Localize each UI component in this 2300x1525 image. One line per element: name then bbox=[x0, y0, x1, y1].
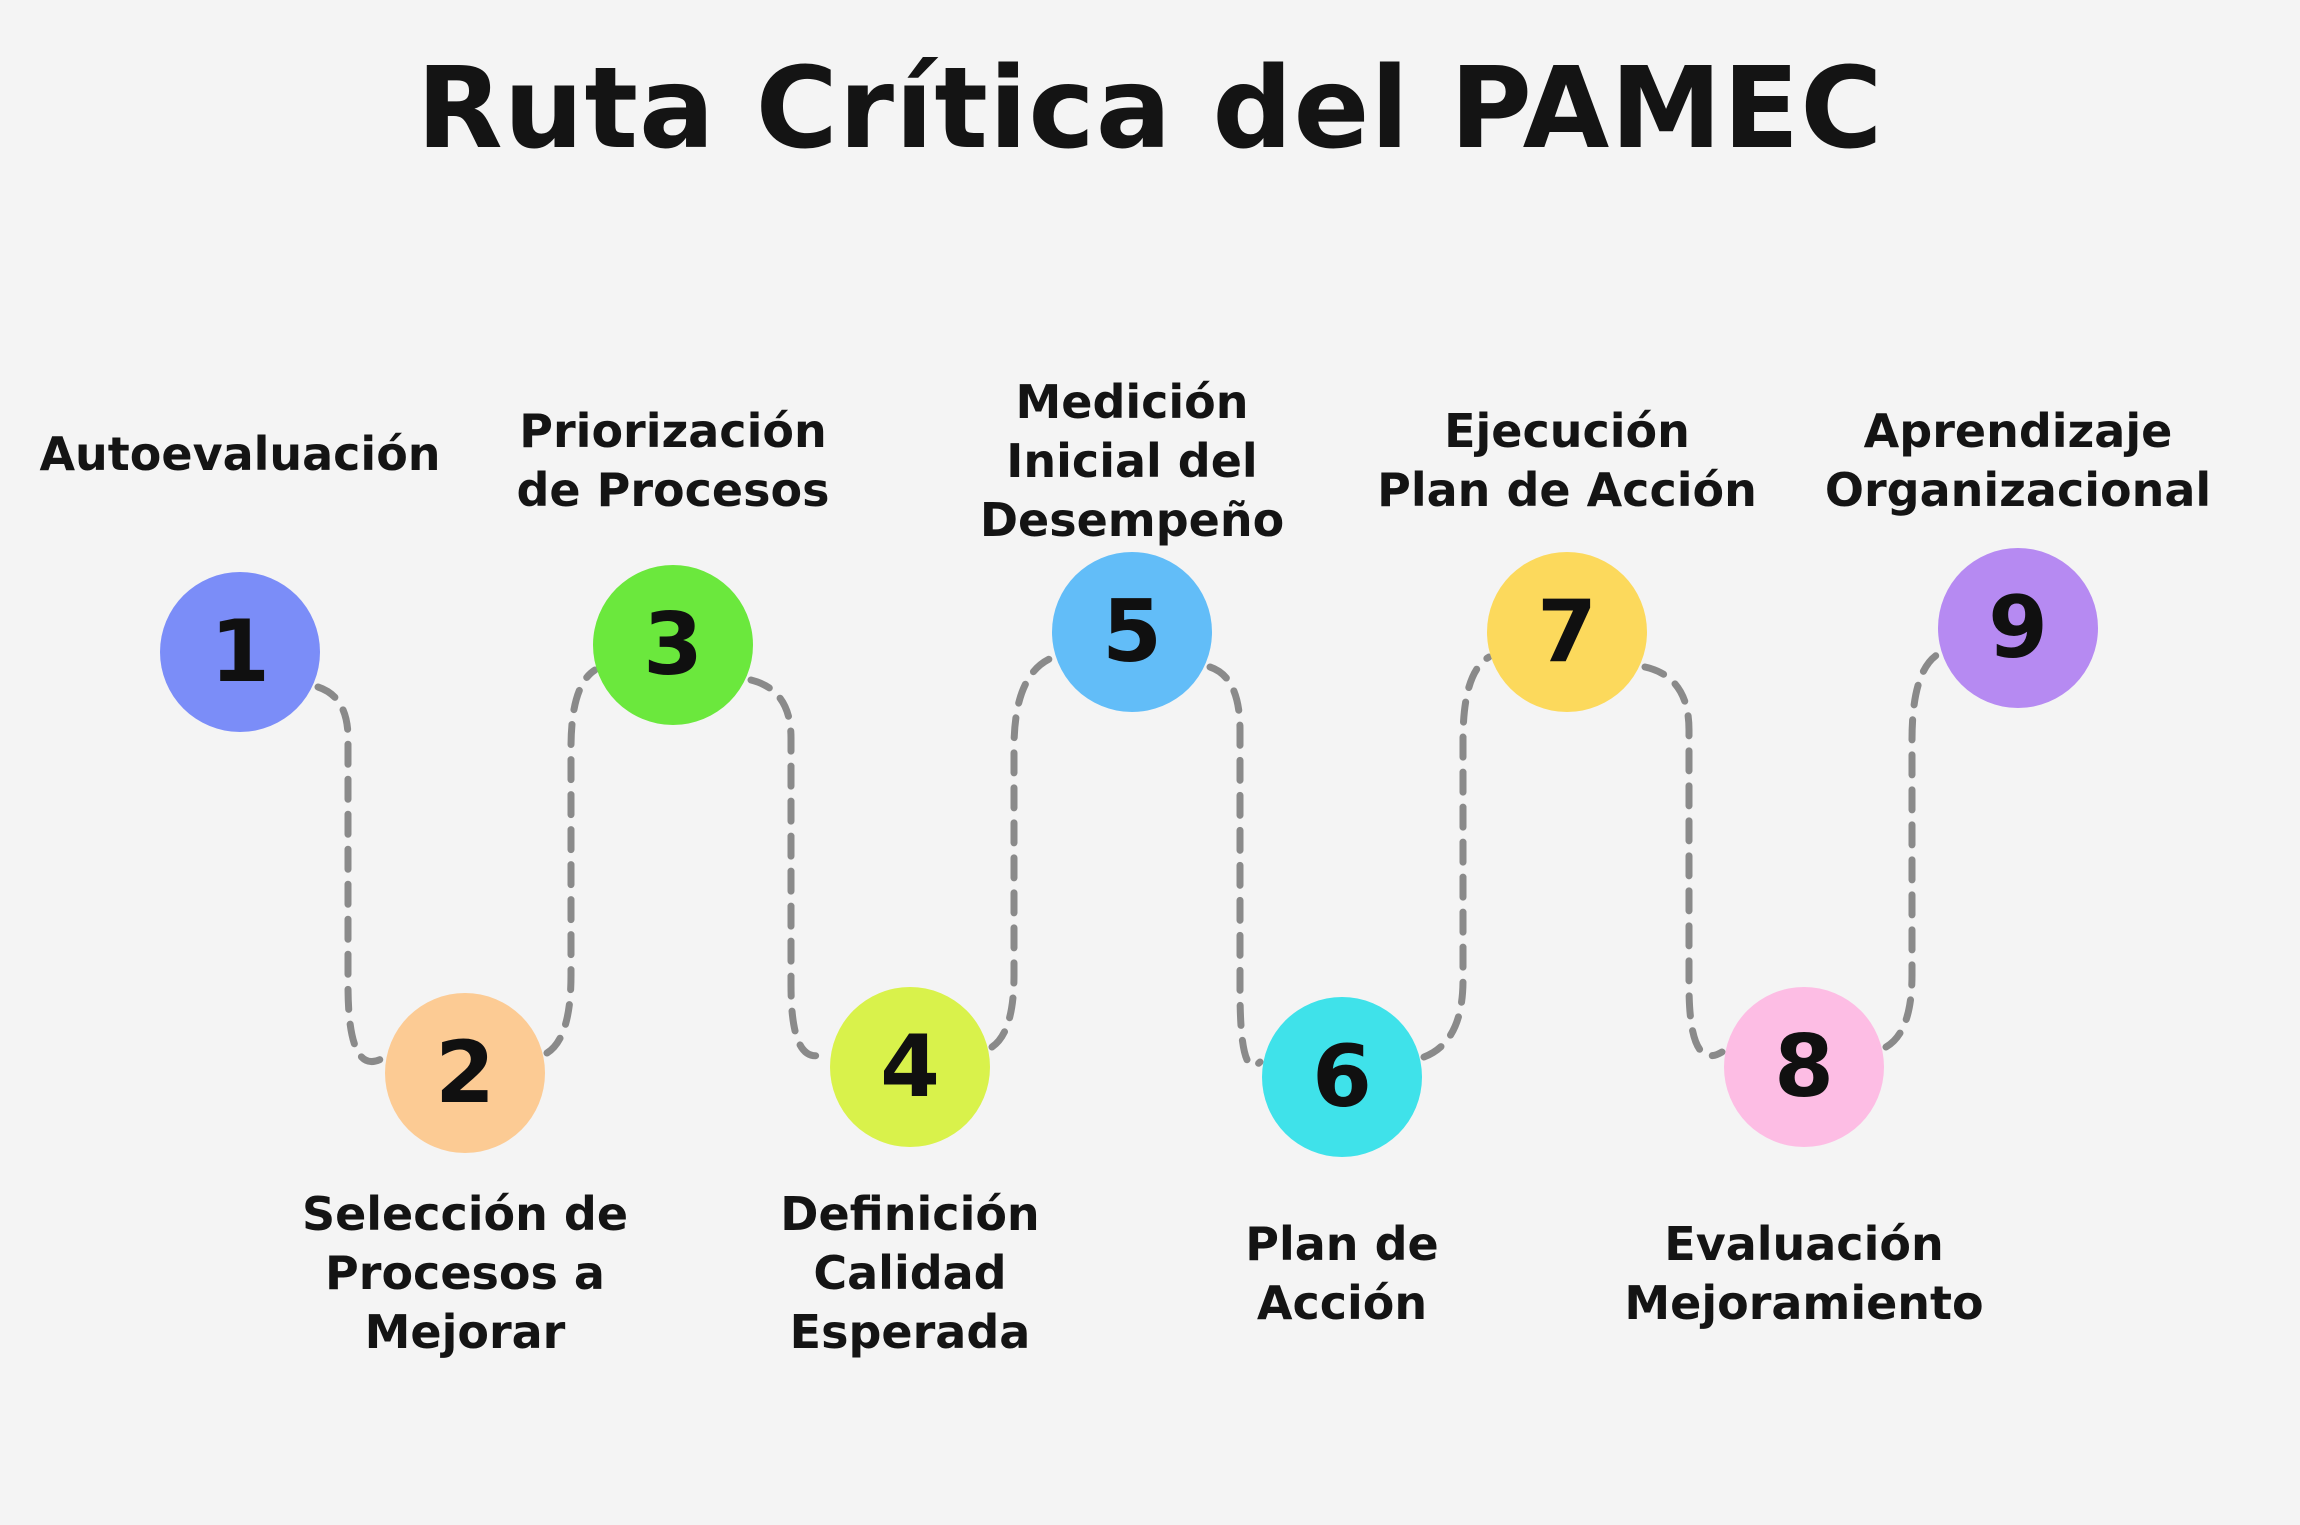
step-9-label: Aprendizaje Organizacional bbox=[1824, 404, 2212, 517]
step-8-circle[interactable]: 8 bbox=[1724, 987, 1884, 1147]
step-1-label: Autoevaluación bbox=[39, 427, 441, 481]
step-6-number: 6 bbox=[1312, 1027, 1372, 1127]
step-4-number: 4 bbox=[880, 1017, 940, 1117]
step-5-label: Medición Inicial del Desempeño bbox=[979, 375, 1285, 547]
step-5-circle[interactable]: 5 bbox=[1052, 552, 1212, 712]
step-2-circle[interactable]: 2 bbox=[385, 993, 545, 1153]
step-9-circle[interactable]: 9 bbox=[1938, 548, 2098, 708]
connector-path bbox=[314, 649, 1944, 1069]
step-4-circle[interactable]: 4 bbox=[830, 987, 990, 1147]
step-3-circle[interactable]: 3 bbox=[593, 565, 753, 725]
step-6-circle[interactable]: 6 bbox=[1262, 997, 1422, 1157]
step-7-circle[interactable]: 7 bbox=[1487, 552, 1647, 712]
step-3-label: Priorización de Procesos bbox=[516, 404, 830, 517]
step-1-circle[interactable]: 1 bbox=[160, 572, 320, 732]
page-title: Ruta Crítica del PAMEC bbox=[416, 44, 1884, 174]
step-2-number: 2 bbox=[435, 1023, 495, 1123]
step-2-label: Selección de Procesos a Mejorar bbox=[301, 1187, 629, 1359]
step-6-label: Plan de Acción bbox=[1245, 1217, 1439, 1330]
step-9-number: 9 bbox=[1988, 578, 2048, 678]
step-5-number: 5 bbox=[1102, 582, 1162, 682]
step-8-number: 8 bbox=[1774, 1017, 1834, 1117]
step-8-label: Evaluación Mejoramiento bbox=[1624, 1217, 1984, 1330]
step-4-label: Definición Calidad Esperada bbox=[780, 1187, 1040, 1359]
step-3-number: 3 bbox=[643, 595, 703, 695]
step-7-number: 7 bbox=[1537, 582, 1597, 682]
step-7-label: Ejecución Plan de Acción bbox=[1377, 404, 1757, 517]
step-1-number: 1 bbox=[210, 602, 270, 702]
